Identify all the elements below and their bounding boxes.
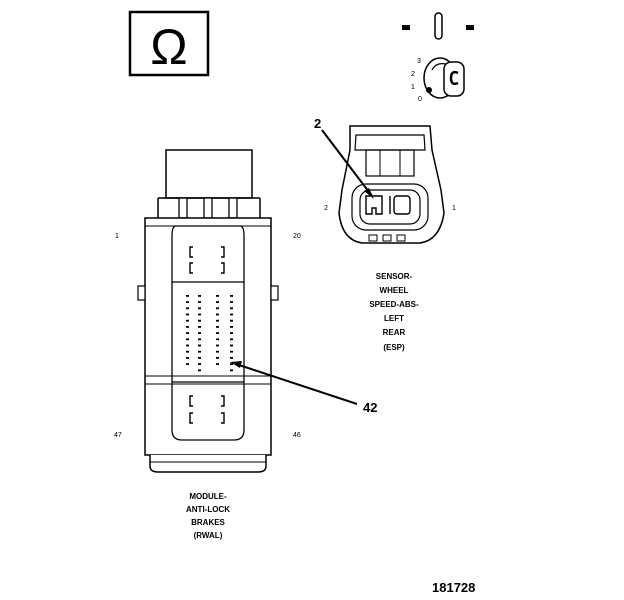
- signal-pin: [216, 344, 219, 347]
- signal-pin: [198, 326, 201, 328]
- ignition-position-0: 0: [418, 96, 422, 103]
- signal-pin: [198, 344, 201, 347]
- signal-pin: [198, 363, 201, 365]
- module-pin-label-46: 46: [293, 432, 301, 439]
- module-caption-line: (RWAL): [194, 531, 223, 540]
- sensor-caption-line: SPEED-ABS-: [369, 300, 419, 309]
- callout-2-label: 2: [314, 116, 321, 131]
- module-caption: MODULE- ANTI-LOCK BRAKES (RWAL): [186, 492, 230, 540]
- signal-pin: [186, 344, 189, 347]
- signal-pin: [230, 344, 233, 347]
- signal-pin: [230, 301, 233, 303]
- signal-pin: [198, 319, 201, 322]
- signal-pin: [216, 319, 219, 322]
- signal-pin: [216, 307, 219, 310]
- signal-pin: [216, 332, 219, 334]
- signal-pin: [186, 301, 189, 303]
- module-pin-label-1: 1: [115, 233, 119, 240]
- callout-42-label: 42: [363, 400, 377, 415]
- module-connector: 1 20 47 46: [114, 149, 301, 473]
- signal-pin: [216, 338, 219, 341]
- signal-pin: [216, 301, 219, 303]
- signal-pin: [230, 319, 233, 322]
- module-pin-label-47: 47: [114, 432, 122, 439]
- signal-pin: [186, 338, 189, 341]
- signal-pin: [198, 301, 201, 303]
- signal-pin: [230, 350, 233, 353]
- signal-pin: [230, 369, 233, 372]
- sensor-caption-line: (ESP): [383, 343, 405, 352]
- signal-pin: [216, 357, 219, 359]
- signal-pin: [186, 326, 189, 328]
- signal-pin: [198, 338, 201, 341]
- sensor-caption-line: REAR: [383, 328, 406, 337]
- signal-pin: [186, 357, 189, 359]
- signal-pin: [198, 295, 201, 297]
- signal-pin: [198, 332, 201, 334]
- signal-pin: [230, 307, 233, 310]
- signal-pin: [198, 307, 201, 310]
- figure-number: 181728: [432, 580, 475, 595]
- module-caption-line: MODULE-: [189, 492, 227, 501]
- sensor-pin-2: [365, 195, 383, 215]
- signal-pin: [230, 313, 233, 316]
- ignition-position-1: 1: [411, 84, 415, 91]
- signal-pin: [186, 350, 189, 353]
- ohmmeter-icon: Ω: [128, 10, 210, 77]
- sensor-caption-line: SENSOR-: [376, 272, 413, 281]
- upper-power-pins: [189, 246, 225, 274]
- signal-pin: [230, 338, 233, 341]
- sensor-pin-1: [393, 195, 411, 215]
- ohm-symbol: Ω: [150, 19, 187, 75]
- lower-power-pins: [189, 395, 225, 424]
- module-caption-line: BRAKES: [191, 518, 225, 527]
- signal-pin: [216, 295, 219, 297]
- callout-42: 42: [230, 361, 377, 415]
- ignition-switch-icon: 3 2 1 0: [402, 12, 474, 103]
- ignition-position-3: 3: [417, 58, 421, 65]
- sensor-caption-line: WHEEL: [380, 286, 409, 295]
- signal-pin: [230, 326, 233, 328]
- signal-pin: [216, 326, 219, 328]
- signal-pin: [186, 295, 189, 297]
- signal-pin: [216, 313, 219, 316]
- signal-pin: [186, 307, 189, 310]
- signal-pin: [198, 369, 201, 372]
- signal-pin: [198, 313, 201, 316]
- module-pin-label-20: 20: [293, 233, 301, 240]
- signal-pin: [230, 357, 233, 359]
- signal-pin: [230, 332, 233, 334]
- callout-2: 2: [314, 116, 374, 199]
- sensor-connector: 2 1: [324, 125, 456, 244]
- signal-pin: [186, 332, 189, 334]
- ignition-position-2: 2: [411, 71, 415, 78]
- sensor-pin-label-2: 2: [324, 205, 328, 212]
- signal-pin: [186, 313, 189, 316]
- module-caption-line: ANTI-LOCK: [186, 505, 230, 514]
- signal-pin-matrix: [186, 295, 233, 372]
- sensor-pin-label-1: 1: [452, 205, 456, 212]
- signal-pin: [198, 350, 201, 353]
- signal-pin: [216, 363, 219, 365]
- signal-pin: [230, 363, 233, 365]
- signal-pin: [216, 350, 219, 353]
- sensor-caption-line: LEFT: [384, 314, 404, 323]
- signal-pin: [186, 363, 189, 365]
- signal-pin: [230, 295, 233, 297]
- sensor-caption: SENSOR- WHEEL SPEED-ABS- LEFT REAR (ESP): [369, 272, 419, 352]
- signal-pin: [186, 319, 189, 322]
- signal-pin: [198, 357, 201, 359]
